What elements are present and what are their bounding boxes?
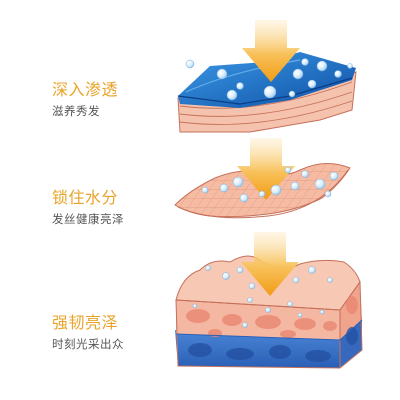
down-arrow-icon — [241, 232, 299, 296]
down-arrow-icon — [237, 138, 295, 200]
step-2-title: 锁住水分 — [52, 188, 119, 207]
step-3-title: 强韧亮泽 — [52, 313, 119, 332]
water-droplet-icon — [185, 58, 353, 328]
step-1-title: 深入渗透 — [52, 80, 119, 99]
down-arrow-icon — [242, 20, 300, 82]
step-3-label: 强韧亮泽 时刻光采出众 — [52, 313, 172, 352]
step-2-subtitle: 发丝健康亮泽 — [52, 212, 124, 226]
step-1-subtitle: 滋养秀发 — [52, 104, 100, 118]
step-3-subtitle: 时刻光采出众 — [52, 337, 124, 351]
step-1-label: 深入渗透 滋养秀发 — [52, 80, 172, 119]
step-2-label: 锁住水分 发丝健康亮泽 — [52, 188, 172, 227]
